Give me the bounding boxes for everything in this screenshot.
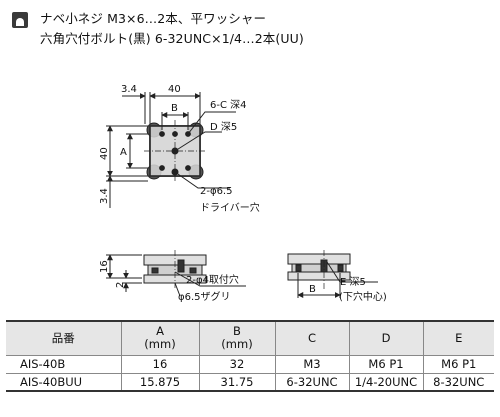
tap-hole (185, 165, 191, 171)
cell-c: 6-32UNC (274, 373, 349, 392)
bottom-dim-b-label: B (309, 284, 316, 295)
table-row: AIS-40BUU 15.875 31.75 6-32UNC 1/4-20UNC… (6, 373, 494, 392)
note-line-1: ナベ小ネジ M3×6…2本、平ワッシャー (40, 11, 267, 26)
cell-a: 15.875 (120, 373, 199, 392)
cell-part-no: AIS-40BUU (6, 373, 121, 392)
col-header-e: E (422, 320, 494, 356)
document-note-icon (12, 12, 28, 28)
cell-b: 31.75 (198, 373, 275, 392)
installation-note: ナベ小ネジ M3×6…2本、平ワッシャー 六角穴付ボルト(黒) 6-32UNC×… (8, 4, 492, 48)
tap-callout-label: 6-C 深4 (210, 99, 247, 111)
cell-c: M3 (274, 355, 349, 374)
bottom-base (287, 271, 351, 281)
dim-width-label: 40 (168, 84, 181, 95)
table-row: AIS-40B 16 32 M3 M6 P1 M6 P1 (6, 355, 494, 374)
d-callout-label: D 深5 (210, 121, 237, 133)
cell-e: 8-32UNC (422, 373, 494, 392)
side-offset-label: 2 (115, 282, 126, 288)
cell-b: 32 (198, 355, 275, 374)
e-callout-label: E 深5 (340, 276, 366, 288)
col-header-part-no: 品番 (6, 320, 121, 356)
side-counterbore-label: φ6.5ザグリ (178, 290, 231, 303)
cell-a: 16 (120, 355, 199, 374)
note-line-2: 六角穴付ボルト(黒) 6-32UNC×1/4…2本(UU) (40, 31, 304, 46)
dim-a-label: A (120, 147, 127, 158)
bottom-view (287, 250, 378, 298)
side-view (106, 250, 246, 297)
col-header-a: A(mm) (120, 320, 199, 356)
hole-callout-label: 2-φ6.5 (200, 186, 232, 197)
cell-part-no: AIS-40B (6, 355, 121, 374)
spec-table-header: 品番 A(mm) B(mm) C D E (6, 320, 494, 356)
tap-hole (159, 131, 165, 137)
cell-e: M6 P1 (422, 355, 494, 374)
side-height-label: 16 (99, 260, 110, 273)
spec-table: 品番 A(mm) B(mm) C D E AIS-40B 16 32 M3 M6… (6, 320, 494, 392)
dim-offset-left-label: 3.4 (99, 188, 110, 204)
dim-height-label: 40 (99, 147, 110, 160)
col-header-c: C (274, 320, 349, 356)
driver-callout-label: ドライバー穴 (200, 201, 260, 214)
bottom-top-plate (287, 253, 351, 265)
col-header-d: D (348, 320, 423, 356)
top-view (106, 92, 236, 208)
cell-d: 1/4-20UNC (348, 373, 423, 392)
technical-drawing: 3.4 40 B 6-C 深4 D 深5 40 A 3.4 2-φ6.5 ドライ… (99, 84, 387, 303)
dim-offset-top-label: 3.4 (121, 84, 137, 95)
side-hole-callout-label: 2-φ4取付穴 (186, 273, 239, 286)
cell-d: M6 P1 (348, 355, 423, 374)
col-header-b: B(mm) (198, 320, 275, 356)
dim-b-label: B (171, 103, 178, 114)
center-callout-label: (下穴中心) (339, 290, 387, 303)
tap-hole (159, 165, 165, 171)
